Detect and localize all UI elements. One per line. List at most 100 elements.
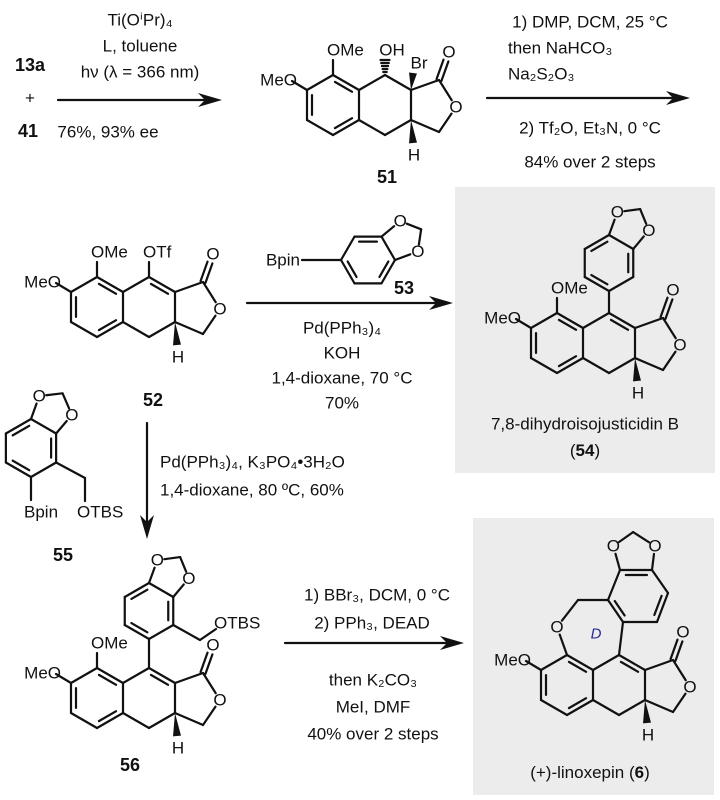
bond — [623, 207, 642, 213]
step3-condition: KOH — [324, 344, 361, 363]
bond — [357, 73, 387, 92]
label-part: ( — [570, 441, 576, 460]
oxygen-atom: O — [182, 569, 195, 588]
double-bond — [130, 621, 149, 634]
methoxy-label: MeO — [494, 651, 531, 670]
wedge-bond — [409, 72, 417, 90]
bond — [643, 698, 675, 714]
methoxy-label: OMe — [551, 279, 588, 298]
wedge-bond — [409, 120, 417, 144]
bond — [380, 258, 397, 285]
step3-condition: 1,4-dioxane, 70 °C — [272, 369, 413, 388]
bond — [417, 228, 423, 246]
arrowhead — [440, 636, 464, 650]
bond — [514, 317, 533, 330]
methoxy-label: MeO — [484, 309, 521, 328]
hydroxyl-label: OH — [379, 41, 405, 60]
bond — [650, 552, 656, 572]
bond — [409, 118, 441, 134]
bond — [163, 555, 182, 561]
label-part: 54 — [576, 441, 595, 460]
carbonyl-bond — [199, 260, 209, 283]
step3-condition: Pd(PPh₃)₄ — [303, 319, 381, 338]
methoxy-label: OMe — [91, 243, 128, 262]
carbonyl-bond — [440, 60, 450, 82]
bond — [331, 73, 361, 92]
bond — [305, 73, 335, 92]
carbonyl-bond — [199, 651, 209, 674]
bond — [147, 566, 156, 585]
double-bond — [149, 673, 170, 686]
double-bond — [97, 673, 118, 686]
step5-condition: 40% over 2 steps — [307, 725, 438, 744]
step2-condition: Na₂S₂O₃ — [508, 65, 574, 84]
bond — [617, 620, 625, 657]
ether-oxygen: O — [550, 618, 563, 637]
bond — [565, 698, 595, 717]
bond — [606, 598, 625, 624]
step5-condition: MeI, DMF — [336, 698, 411, 717]
methoxy-label: MeO — [260, 71, 297, 90]
bond — [29, 461, 58, 479]
step1-yield: 76%, 93% ee — [57, 123, 158, 142]
step2-condition: 1) DMP, DCM, 25 °C — [512, 13, 668, 32]
double-bond — [346, 260, 358, 279]
bond — [123, 623, 151, 641]
bond — [4, 417, 33, 435]
step2-condition: 2) Tf₂O, Et₃N, 0 °C — [519, 119, 661, 138]
bond — [147, 581, 175, 599]
double-bond — [557, 355, 578, 368]
bond — [121, 711, 151, 730]
double-bond — [97, 282, 118, 295]
bond — [617, 653, 647, 672]
bond — [290, 79, 309, 92]
double-bond — [97, 710, 118, 723]
bond — [121, 666, 151, 685]
bond — [671, 658, 687, 682]
bond — [529, 356, 559, 375]
plus-sign: + — [25, 89, 35, 108]
bond — [607, 275, 635, 293]
compound-name-54: 7,8-dihydroisojusticidin B — [491, 415, 679, 434]
bond — [339, 235, 356, 262]
double-bond — [149, 282, 170, 295]
bond — [607, 356, 637, 375]
bond — [147, 623, 175, 641]
bond — [539, 698, 569, 717]
carbonyl-bond — [204, 653, 214, 675]
bond — [565, 653, 595, 672]
bond — [539, 653, 569, 672]
wedge-bond — [173, 713, 181, 737]
bond — [607, 218, 616, 237]
compound-number-51: 51 — [377, 167, 397, 187]
double-bond — [11, 459, 31, 472]
double-bond — [333, 80, 354, 93]
bond — [357, 118, 387, 137]
bond — [529, 311, 559, 330]
double-bond — [590, 273, 609, 286]
hydrogen-atom: H — [172, 739, 184, 758]
compound-number-55: 55 — [53, 545, 73, 565]
bond — [639, 207, 648, 225]
double-bond — [567, 697, 588, 710]
bond — [172, 583, 185, 599]
double-bond — [11, 424, 31, 437]
bond — [583, 233, 611, 251]
bond — [633, 356, 665, 372]
compound-name-6: (+)-linoxepin (6) — [530, 763, 650, 782]
step1-reagent: L, toluene — [103, 37, 178, 56]
bromine-label: Br — [411, 54, 428, 73]
bond — [661, 350, 677, 372]
bond — [201, 314, 217, 336]
lactone-oxygen: O — [449, 98, 462, 117]
bond — [45, 392, 64, 397]
bond — [591, 698, 621, 717]
otbs-label: OTBS — [214, 614, 260, 633]
bond — [339, 258, 356, 285]
bond — [179, 555, 188, 573]
arrowhead — [198, 93, 222, 107]
hydrogen-atom: H — [632, 384, 644, 403]
oxygen-atom: O — [394, 212, 407, 231]
carbonyl-bond — [659, 296, 669, 319]
